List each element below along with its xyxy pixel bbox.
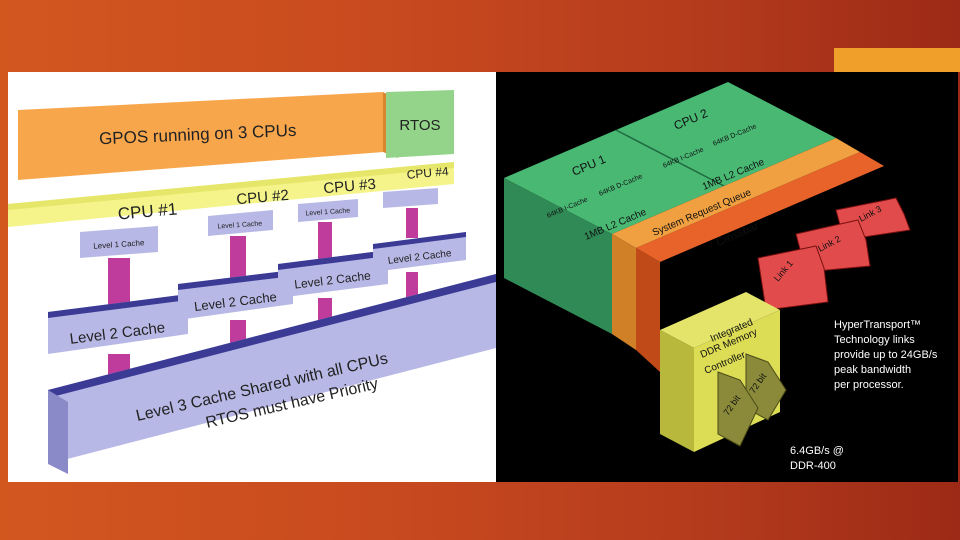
cpu3-label: CPU #3 (323, 176, 377, 198)
gpos-block: GPOS running on 3 CPUs (18, 92, 398, 180)
connector-l1-l2-4 (406, 208, 418, 238)
ht-note-line5: per processor. (834, 379, 904, 391)
ht-note-line4: peak bandwidth (834, 364, 911, 376)
cpu1-label: CPU #1 (117, 199, 178, 223)
connector-l1-l2-1 (108, 258, 130, 306)
processor-architecture-svg: CPU 1 CPU 2 64KB I-Cache 64KB D-Cache 1M… (496, 72, 958, 482)
connector-l2-l3-4 (406, 272, 418, 298)
l2-cache-4: Level 2 Cache (373, 232, 466, 272)
cpu2-label: CPU #2 (236, 187, 290, 209)
connector-l1-l2-3 (318, 222, 332, 260)
cache-hierarchy-svg: GPOS running on 3 CPUs RTOS CPU #1 CPU #… (8, 72, 496, 482)
link-1-arrow: Link 1 (758, 246, 828, 310)
ddr-note: 6.4GB/s @ DDR-400 (790, 445, 844, 472)
processor-architecture-diagram: CPU 1 CPU 2 64KB I-Cache 64KB D-Cache 1M… (496, 72, 958, 482)
l2-cache-2: Level 2 Cache (178, 270, 293, 320)
accent-tab (834, 48, 960, 72)
l2-cache-3: Level 2 Cache (278, 250, 388, 298)
ddr-note-line1: 6.4GB/s @ (790, 445, 844, 457)
ddr-note-line2: DDR-400 (790, 460, 836, 472)
l1-cache-3: Level 1 Cache (298, 199, 358, 222)
l1-cache-2: Level 1 Cache (208, 210, 273, 236)
connector-l1-l2-2 (230, 236, 246, 278)
l1-cache-1: Level 1 Cache (80, 226, 158, 258)
ht-note-line3: provide up to 24GB/s (834, 349, 938, 361)
ht-note-line1: HyperTransport™ (834, 319, 921, 331)
l2-cache-1: Level 2 Cache (48, 294, 188, 354)
l1-cache-4 (383, 188, 438, 208)
hypertransport-note: HyperTransport™ Technology links provide… (834, 319, 938, 391)
ht-note-line2: Technology links (834, 334, 915, 346)
rtos-label: RTOS (399, 117, 440, 134)
cache-hierarchy-diagram: GPOS running on 3 CPUs RTOS CPU #1 CPU #… (8, 72, 496, 482)
rtos-block: RTOS (386, 90, 454, 158)
